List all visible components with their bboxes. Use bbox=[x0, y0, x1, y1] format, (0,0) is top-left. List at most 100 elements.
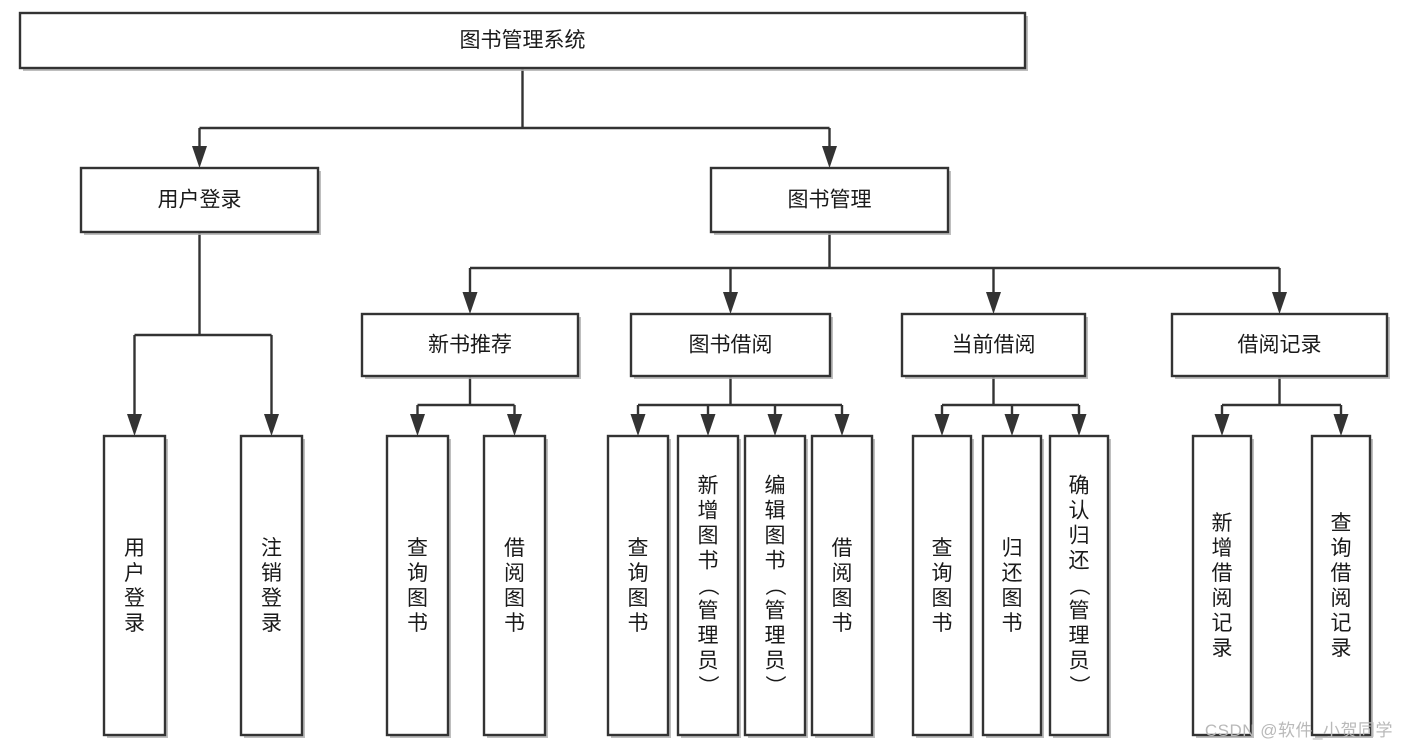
node-label-char: 借 bbox=[1212, 562, 1233, 585]
node-box[interactable] bbox=[360, 312, 580, 378]
arrow-head-icon bbox=[410, 414, 425, 436]
node-leaf-rec-borrow[interactable]: 借阅图书借阅图书 bbox=[482, 434, 548, 738]
node-leaf-cur-return[interactable]: 归还图书归还图书 bbox=[981, 434, 1044, 738]
node-label-char: 户 bbox=[124, 562, 145, 585]
node-label: 当前借阅 bbox=[952, 334, 1036, 357]
node-box[interactable] bbox=[981, 434, 1043, 737]
node-label: 借阅记录 bbox=[1238, 334, 1322, 357]
node-label-char: 登 bbox=[261, 587, 282, 610]
arrow-head-icon bbox=[822, 146, 837, 168]
node-box[interactable] bbox=[606, 434, 670, 737]
node-label-char: 查 bbox=[628, 537, 649, 560]
node-box[interactable] bbox=[629, 312, 832, 378]
node-label-char: 阅 bbox=[1212, 587, 1233, 610]
node-label-char: 询 bbox=[407, 562, 428, 585]
node-label-char: 录 bbox=[1212, 637, 1233, 660]
node-box[interactable] bbox=[743, 434, 807, 737]
node-label-char: 理 bbox=[765, 625, 786, 648]
nodes-layer: 图书管理系统用户登录图书管理新书推荐图书借阅当前借阅借阅记录用户登录用户登录注销… bbox=[18, 11, 1390, 738]
node-box[interactable] bbox=[709, 166, 950, 234]
node-label-char: 书 bbox=[407, 612, 428, 635]
node-box[interactable] bbox=[1170, 312, 1389, 378]
node-root[interactable]: 图书管理系统 bbox=[18, 11, 1028, 71]
node-label-char: 图 bbox=[1002, 587, 1023, 610]
node-label-char: 归 bbox=[1002, 537, 1023, 560]
arrow-head-icon bbox=[986, 292, 1001, 314]
node-leaf-borrow-query[interactable]: 查询图书查询图书 bbox=[606, 434, 671, 738]
node-box[interactable] bbox=[1310, 434, 1372, 737]
node-label-char: 记 bbox=[1331, 612, 1352, 635]
node-box[interactable] bbox=[911, 434, 973, 737]
connector-group-root bbox=[192, 68, 837, 168]
node-label-char: 理 bbox=[1069, 625, 1090, 648]
node-label-char: 图 bbox=[698, 525, 719, 548]
node-current-borrow[interactable]: 当前借阅 bbox=[900, 312, 1088, 379]
node-new-book-rec[interactable]: 新书推荐 bbox=[360, 312, 581, 379]
node-box[interactable] bbox=[676, 434, 740, 737]
node-label: 用户登录 bbox=[158, 189, 242, 212]
node-label-char: 书 bbox=[1002, 612, 1023, 635]
node-box[interactable] bbox=[18, 11, 1027, 70]
node-user-login[interactable]: 用户登录 bbox=[79, 166, 321, 235]
node-label-char: 注 bbox=[261, 537, 282, 560]
node-box[interactable] bbox=[900, 312, 1087, 378]
node-label-char: 管 bbox=[765, 600, 786, 623]
node-box[interactable] bbox=[79, 166, 320, 234]
arrow-head-icon bbox=[1214, 414, 1230, 436]
node-label-char: 书 bbox=[765, 550, 786, 573]
node-label-char: 图 bbox=[932, 587, 953, 610]
node-label-char: 查 bbox=[932, 537, 953, 560]
node-label-char: 员 bbox=[1069, 650, 1090, 673]
node-leaf-rec-query[interactable]: 查询图书查询图书 bbox=[385, 434, 451, 738]
node-label-char: 录 bbox=[1331, 637, 1352, 660]
node-box[interactable] bbox=[239, 434, 304, 737]
node-box[interactable] bbox=[1048, 434, 1110, 737]
node-box[interactable] bbox=[1191, 434, 1253, 737]
node-label: 图书管理 bbox=[788, 189, 872, 212]
node-leaf-borrow-lend[interactable]: 借阅图书借阅图书 bbox=[810, 434, 875, 738]
node-box[interactable] bbox=[810, 434, 874, 737]
node-label-char: 登 bbox=[124, 587, 145, 610]
node-leaf-rec-find[interactable]: 查询借阅记录查询借阅记录 bbox=[1310, 434, 1373, 738]
arrow-head-icon bbox=[1004, 414, 1020, 436]
edges-layer bbox=[127, 68, 1349, 436]
node-label-char: 书 bbox=[628, 612, 649, 635]
node-leaf-user-login[interactable]: 用户登录用户登录 bbox=[102, 434, 168, 738]
node-label-char: 认 bbox=[1069, 500, 1090, 523]
node-label-char: 增 bbox=[698, 500, 719, 523]
node-label-char: 员 bbox=[698, 650, 719, 673]
connector-group-user-login bbox=[127, 232, 279, 436]
node-label-char: 确 bbox=[1069, 475, 1090, 498]
node-label-char: 员 bbox=[765, 650, 786, 673]
node-leaf-rec-add[interactable]: 新增借阅记录新增借阅记录 bbox=[1191, 434, 1254, 738]
arrow-head-icon bbox=[1272, 292, 1287, 314]
node-label-char: 图 bbox=[832, 587, 853, 610]
node-borrow-record[interactable]: 借阅记录 bbox=[1170, 312, 1390, 379]
node-label-char: 辑 bbox=[765, 500, 786, 523]
node-book-borrow[interactable]: 图书借阅 bbox=[629, 312, 833, 379]
connector-group-new-book-rec bbox=[410, 376, 522, 436]
arrow-head-icon bbox=[192, 146, 207, 168]
node-book-manage[interactable]: 图书管理 bbox=[709, 166, 951, 235]
arrow-head-icon bbox=[723, 292, 738, 314]
arrow-head-icon bbox=[264, 414, 279, 436]
node-label-char: 询 bbox=[932, 562, 953, 585]
node-leaf-cur-query[interactable]: 查询图书查询图书 bbox=[911, 434, 974, 738]
node-box[interactable] bbox=[102, 434, 167, 737]
node-label-char: 书 bbox=[932, 612, 953, 635]
node-label-char: 书 bbox=[832, 612, 853, 635]
node-leaf-user-logout[interactable]: 注销登录注销登录 bbox=[239, 434, 305, 738]
arrow-head-icon bbox=[834, 414, 850, 436]
node-label-char: ） bbox=[696, 675, 719, 696]
node-label-char: 还 bbox=[1002, 562, 1023, 585]
node-label-char: ） bbox=[1067, 675, 1090, 696]
node-box[interactable] bbox=[385, 434, 450, 737]
connector-group-book-borrow bbox=[630, 376, 850, 436]
arrow-head-icon bbox=[1333, 414, 1349, 436]
node-label: 图书管理系统 bbox=[460, 29, 586, 52]
node-box[interactable] bbox=[482, 434, 547, 737]
